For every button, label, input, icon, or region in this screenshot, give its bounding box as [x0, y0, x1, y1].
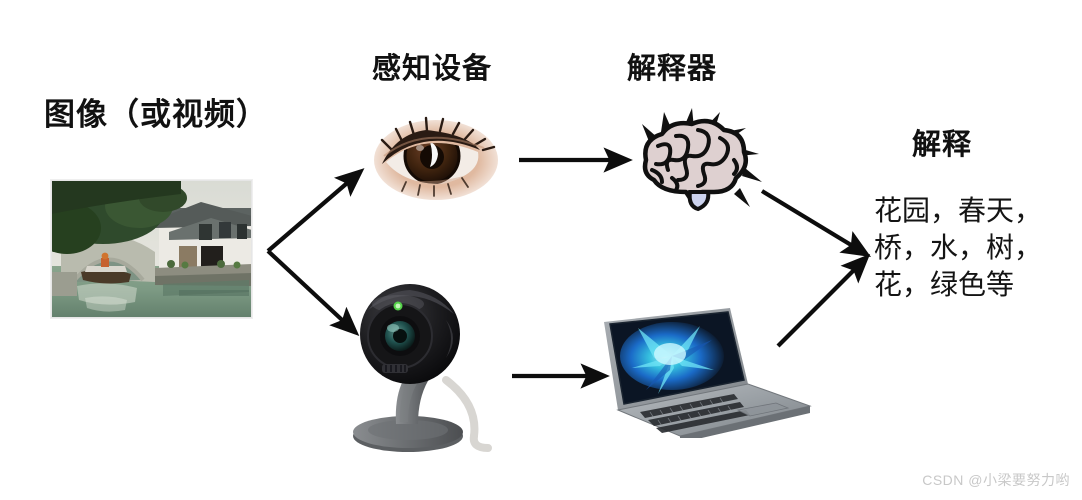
- arrow-brain-to-output: [760, 189, 872, 258]
- security-camera-icon: [338, 276, 503, 456]
- interpretation-output-text: 花园，春天， 桥，水，树， 花，绿色等: [874, 195, 1043, 301]
- arrow-photo-to-eye: [266, 168, 365, 253]
- label-interpreter: 解释器: [627, 53, 718, 85]
- water-town-photograph: [51, 180, 252, 318]
- human-eye-icon: [370, 112, 510, 204]
- label-image-source: 图像（或视频）: [44, 97, 268, 132]
- laptop-icon: [588, 306, 813, 438]
- label-interpretation-title: 解释: [912, 129, 973, 161]
- watermark: CSDN @小梁要努力哟: [922, 472, 1070, 488]
- label-sensing-device: 感知设备: [372, 53, 493, 85]
- brain-icon: [628, 108, 768, 220]
